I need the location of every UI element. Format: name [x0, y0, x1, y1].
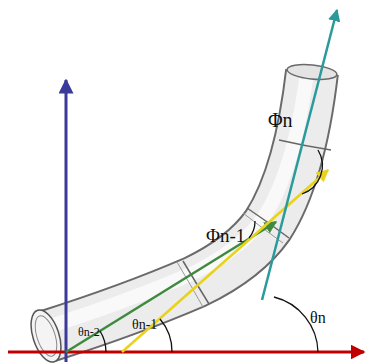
segment-vector [66, 222, 276, 352]
robot-body [25, 62, 337, 363]
angle-arcs [100, 150, 322, 352]
x-axis [8, 351, 364, 354]
angle-label: θn [310, 310, 326, 326]
y-axis [65, 80, 68, 362]
angle-label: θn-1 [132, 318, 157, 332]
angle-label: Φn-1 [206, 226, 245, 245]
angle-label: Φn [268, 110, 293, 130]
segment-vector [262, 10, 337, 300]
segment-vector [122, 170, 328, 352]
angle-label: θn-2 [78, 326, 100, 338]
